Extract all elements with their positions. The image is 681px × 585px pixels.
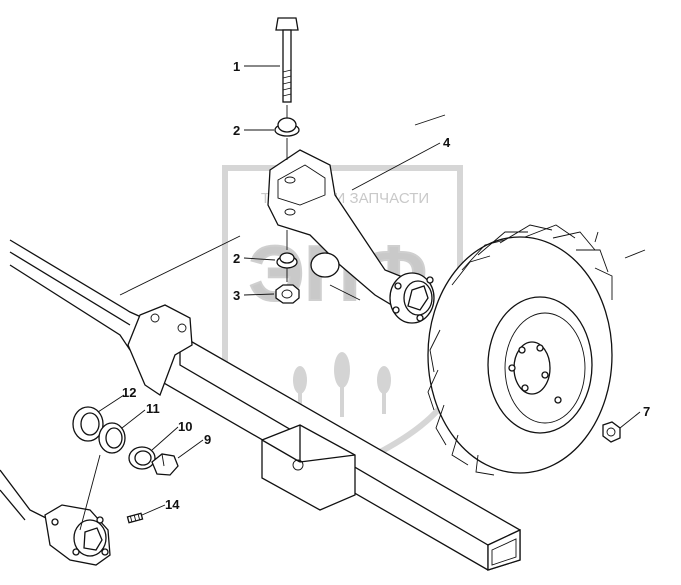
part-1-bolt [275,17,299,103]
lower-hub [44,504,111,566]
part-7-lug-nut [602,421,621,443]
part-10-bearing-cup [128,446,156,470]
part-9-dust-cap [151,453,179,476]
part-12-seal [72,406,104,442]
assembly-guide-lines [79,105,646,531]
callout-10: 10 [178,419,192,434]
callout-14: 14 [165,497,180,512]
tire-tread [427,224,613,476]
leader-lines [97,65,641,516]
spindle-hub [389,272,435,324]
callout-1: 1 [233,59,240,74]
callout-12: 12 [122,385,136,400]
part-14-grease-fitting [126,512,144,524]
callout-4: 4 [443,135,451,150]
callout-labels: 1 2 2 3 4 7 9 10 11 12 14 [122,59,650,512]
tire-wheel [427,224,613,476]
hitch-bracket [261,424,356,511]
part-2-washer-upper [274,117,300,137]
callout-3: 3 [233,288,240,303]
wheat-ear-icon [293,352,391,417]
callout-11: 11 [146,401,160,416]
part-2-washer-lower [276,252,298,269]
callout-9: 9 [204,432,211,447]
frame-arm-lower-left [0,469,51,521]
tube-mount-bracket [127,304,193,396]
callout-7: 7 [643,404,650,419]
callout-2-upper: 2 [233,123,240,138]
part-11-bearing [98,422,126,454]
callout-2-lower: 2 [233,251,240,266]
part-3-nut [275,284,300,304]
